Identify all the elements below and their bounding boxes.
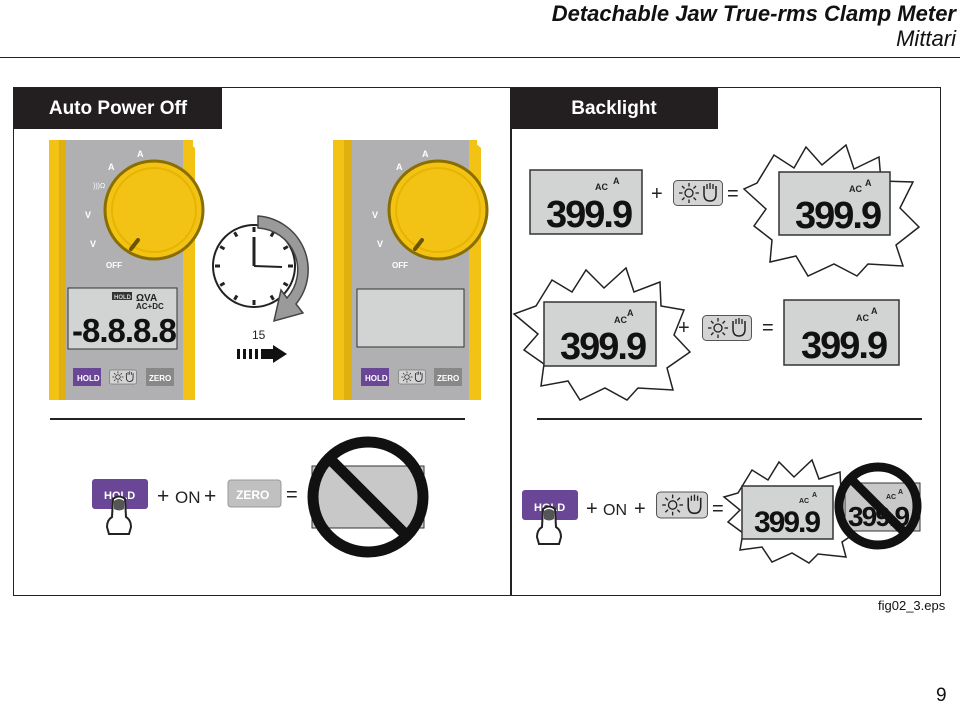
lcd-unit-a: A [898,489,903,496]
section-rule-right [537,418,922,420]
on-label: ON [603,502,627,519]
lcd-unit-a: A [865,178,872,188]
lcd-plain-row1: AC A 399.9 [529,169,643,236]
lcd-unit-a: A [871,306,878,316]
meter-illustration-before: A A )))Ω V V OFF HOLD ΩVA AC+DC -8.8.8.8… [49,140,205,400]
lcd-unit-ac: AC [856,313,869,323]
prohibited-blank-lcd-icon [307,436,429,558]
svg-text:HOLD: HOLD [114,295,132,301]
auto-power-off-heading: Auto Power Off [14,88,222,129]
zero-button: ZERO [437,374,459,383]
on-label: ON [175,488,201,507]
plus-sign: + [157,485,169,508]
equals-sign: = [286,484,298,506]
lcd-unit-ac: AC [849,184,862,194]
zero-button: ZERO [149,374,171,383]
lcd-lit-row2: AC A 399.9 [512,266,692,401]
equals-sign: = [727,183,739,205]
plus-sign: + [204,485,216,508]
prohibited-lcd-icon: AC A 399.9 [834,462,922,550]
dial-label-volts-ac: V [90,239,96,249]
lcd-lit-bottom: AC A 399.9 [722,458,862,564]
lcd-units-top: ΩVA [136,293,157,304]
meter-illustration-after: A A V V OFF HOLD ZERO [333,140,489,400]
plus-sign: + [634,498,646,520]
equals-sign: = [762,317,774,339]
section-rule-left [50,418,465,420]
header-rule [0,57,960,58]
lcd-hold-tag [112,292,132,300]
figure-label: fig02_3.eps [878,598,946,613]
lcd-unit-a: A [613,176,620,186]
lcd-unit-ac: AC [595,182,608,192]
plus-sign: + [586,498,598,520]
lcd-all-segments: -8.8.8.8 [72,312,177,349]
clock-icon [212,224,296,308]
dial-label-volts-dc: V [372,210,378,220]
backlight-button-icon [109,369,137,385]
elapsed-time-arrow-icon [257,215,309,323]
dial-label-volts-ac: V [377,239,383,249]
lcd-unit-a: A [627,308,634,318]
svg-text:ZERO: ZERO [236,488,269,502]
document-title: Detachable Jaw True-rms Clamp Meter [551,1,956,26]
lcd-plain-row2: AC A 399.9 [783,299,900,367]
document-subtitle: Mittari [896,26,956,51]
hold-button-pressed-left: HOLD [92,479,148,535]
page-number: 9 [936,685,947,706]
backlight-button-icon [702,315,752,341]
lcd-reading: 399.9 [801,325,887,367]
backlight-button-icon [398,369,426,385]
lcd-reading: 399.9 [546,194,632,236]
lcd-reading: 399.9 [795,195,881,237]
continuity-icon: )))Ω [93,183,105,190]
figure-panel [13,87,941,596]
timeout-arrow-icon [237,345,287,363]
dial-label-amps-ac: A [108,162,115,172]
hold-button: HOLD [365,374,388,383]
lcd-reading: 399.9 [560,326,646,368]
lcd-unit-a: A [812,492,817,499]
plus-sign: + [651,183,663,205]
blank-lcd [356,288,465,348]
dial-label-off: OFF [392,261,408,270]
backlight-heading: Backlight [510,88,718,129]
plus-sign: + [678,317,690,339]
lcd-lit-row1: AC A 399.9 [742,143,921,277]
backlight-button-icon [673,180,723,206]
dial-label-amps-ac: A [396,162,403,172]
lcd-unit-ac: AC [799,498,809,505]
dial-label-amps-dc: A [137,149,144,159]
dial-label-amps-dc: A [422,149,429,159]
lcd-unit-ac: AC [614,315,627,325]
lcd-unit-ac: AC [886,494,896,501]
lcd-reading: 399.9 [754,506,820,539]
dial-label-off: OFF [106,261,122,270]
equals-sign: = [712,498,724,520]
dial-label-volts-dc: V [85,210,91,220]
hold-button: HOLD [77,374,100,383]
backlight-button-icon [656,491,708,519]
panel-divider [510,87,512,596]
hold-button-pressed-right: HOLD [522,490,578,545]
timer-minutes-label: 15 [252,328,266,342]
lcd-units-bottom: AC+DC [136,302,164,311]
zero-button-large: ZERO [227,479,282,508]
